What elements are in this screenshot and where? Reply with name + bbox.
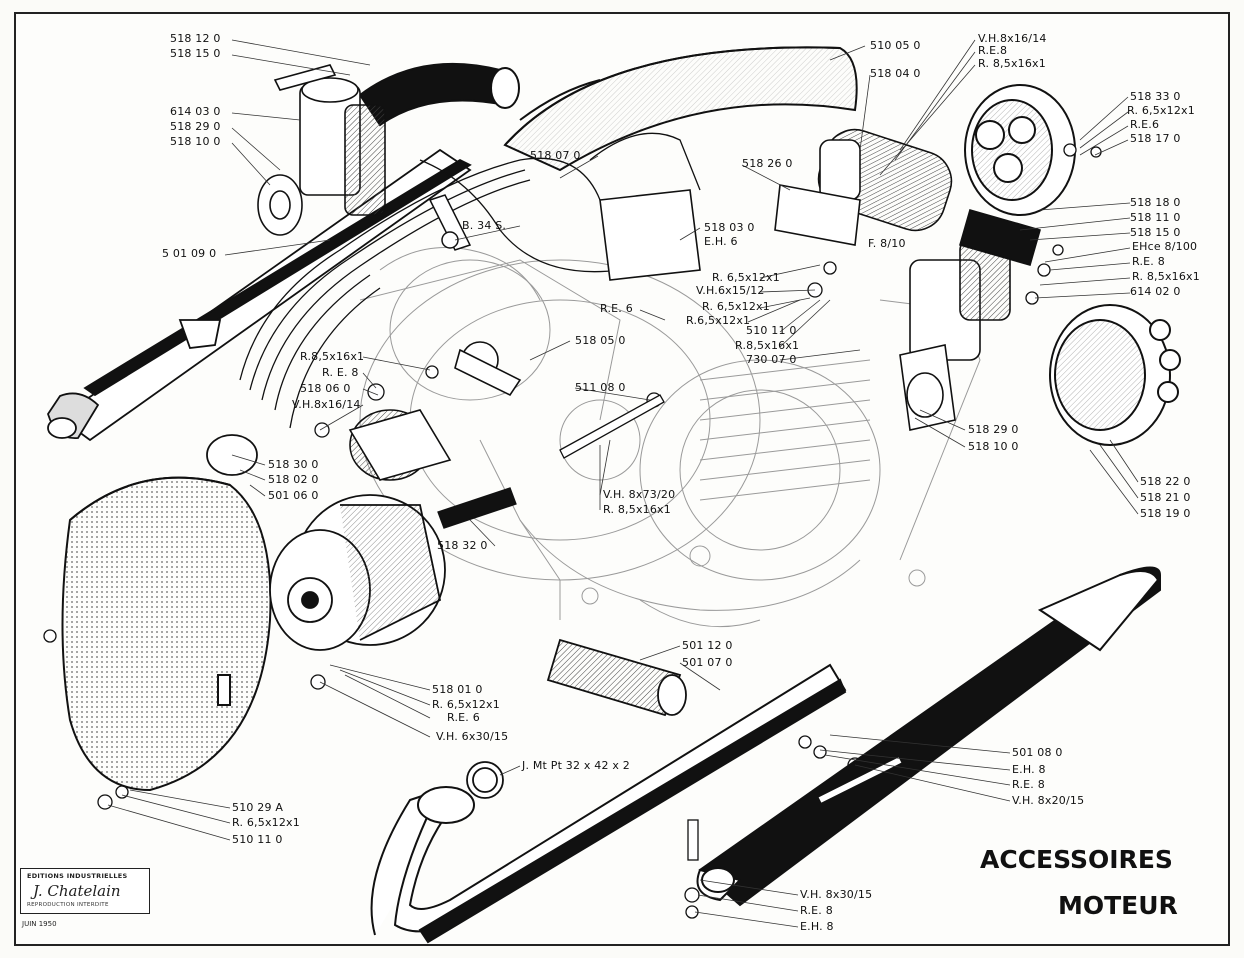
part-label: R.8,5x16x1 [735, 339, 800, 352]
part-label: R. 6,5x12x1 [432, 698, 500, 711]
part-label: V.H.8x16/14 [978, 32, 1047, 45]
part-label: E.H. 8 [800, 920, 834, 933]
part-label: 501 08 0 [1012, 746, 1063, 759]
part-label: 518 29 0 [968, 423, 1019, 436]
part-label: V.H. 8x73/20 [603, 488, 676, 501]
left-exhaust-pipe [47, 148, 472, 442]
part-label: 518 22 0 [1140, 475, 1191, 488]
distributor [348, 341, 522, 481]
intake-hose [358, 62, 520, 127]
part-label: 614 02 0 [1130, 285, 1181, 298]
ignition-cables [239, 132, 701, 429]
part-label: R. 8,5x16x1 [603, 503, 671, 516]
part-label: 518 10 0 [968, 440, 1019, 453]
part-label: 5 01 09 0 [162, 247, 217, 260]
ignition-coil [599, 128, 953, 281]
right-carburettor [899, 209, 1041, 431]
part-label: R.E. 6 [600, 302, 633, 315]
reproduction-notice: REPRODUCTION INTERDITE [27, 902, 109, 908]
part-label: R. 6,5x12x1 [232, 816, 300, 829]
part-label: E.H. 8 [1012, 763, 1046, 776]
right-muffler [696, 566, 1161, 907]
publisher-signature: J. Chatelain [33, 882, 121, 900]
part-label: 518 32 0 [437, 539, 488, 552]
part-label: R.E. 8 [1132, 255, 1165, 268]
part-label: R.6,5x12x1 [686, 314, 751, 327]
part-label: 518 01 0 [432, 683, 483, 696]
part-label: EHce 8/100 [1132, 240, 1198, 253]
part-label: R. 8,5x16x1 [978, 57, 1046, 70]
spark-plug [428, 194, 472, 251]
part-label: 518 05 0 [575, 334, 626, 347]
part-label: J. Mt Pt 32 x 42 x 2 [522, 759, 630, 772]
part-label: 518 07 0 [530, 149, 581, 162]
part-label: 518 12 0 [170, 32, 221, 45]
part-label: R.E. 8 [800, 904, 833, 917]
part-label: 518 19 0 [1140, 507, 1191, 520]
part-label: 518 11 0 [1130, 211, 1181, 224]
part-label: R.E. 8 [1012, 778, 1045, 791]
drawing-title-line2: MOTEUR [1058, 891, 1178, 920]
part-label: R.8,5x16x1 [300, 350, 365, 363]
part-label: 518 17 0 [1130, 132, 1181, 145]
part-label: 518 30 0 [268, 458, 319, 471]
part-label: R.E.8 [978, 44, 1008, 57]
part-label: 518 06 0 [300, 382, 351, 395]
part-label: V.H.8x16/14 [292, 398, 361, 411]
part-label: 511 08 0 [575, 381, 626, 394]
left-carburettor [257, 64, 386, 236]
part-label: 730 07 0 [746, 353, 797, 366]
part-label: R.E.6 [1130, 118, 1160, 131]
part-label: 510 29 A [232, 801, 284, 814]
part-label: 614 03 0 [170, 105, 221, 118]
part-label: 510 11 0 [232, 833, 283, 846]
part-label: 518 10 0 [170, 135, 221, 148]
part-label: 518 15 0 [1130, 226, 1181, 239]
lower-exhaust-pipe [370, 663, 847, 944]
part-label: 518 02 0 [268, 473, 319, 486]
part-label: R. 6,5x12x1 [712, 271, 780, 284]
right-air-filter-ring [964, 84, 1181, 446]
part-label: 518 18 0 [1130, 196, 1181, 209]
part-label: 501 12 0 [682, 639, 733, 652]
fan-housing-cover [61, 476, 272, 792]
part-label: V.H.6x15/12 [696, 284, 765, 297]
part-label: 518 15 0 [170, 47, 221, 60]
part-label: 510 05 0 [870, 39, 921, 52]
part-label: 518 29 0 [170, 120, 221, 133]
part-label: R.E. 6 [447, 711, 480, 724]
part-label: R. 8,5x16x1 [1132, 270, 1200, 283]
drawing-title-line1: ACCESSOIRES [980, 845, 1173, 874]
part-label: 510 11 0 [746, 324, 797, 337]
part-label: 518 03 0 [704, 221, 755, 234]
top-cowl [503, 46, 858, 172]
leader-lines [107, 39, 1139, 928]
part-label: 518 33 0 [1130, 90, 1181, 103]
publisher-stamp: EDITIONS INDUSTRIELLES J. Chatelain REPR… [20, 868, 150, 914]
part-label: B. 34 S. [462, 219, 507, 232]
part-label: 518 04 0 [870, 67, 921, 80]
part-label: 518 26 0 [742, 157, 793, 170]
part-label: 501 07 0 [682, 656, 733, 669]
engine-block [359, 247, 981, 628]
publisher-name: EDITIONS INDUSTRIELLES [27, 872, 128, 880]
part-label: 501 06 0 [268, 489, 319, 502]
part-label: R. E. 8 [322, 366, 359, 379]
part-label: F. 8/10 [868, 237, 906, 250]
part-label: R. 6,5x12x1 [1127, 104, 1195, 117]
part-label: V.H. 8x30/15 [800, 888, 873, 901]
part-label: E.H. 6 [704, 235, 738, 248]
publication-date: JUIN 1950 [22, 920, 57, 928]
generator [269, 494, 446, 651]
part-label: 518 21 0 [1140, 491, 1191, 504]
part-label: V.H. 6x30/15 [436, 730, 509, 743]
part-label: R. 6,5x12x1 [702, 300, 770, 313]
part-label: V.H. 8x20/15 [1012, 794, 1085, 807]
